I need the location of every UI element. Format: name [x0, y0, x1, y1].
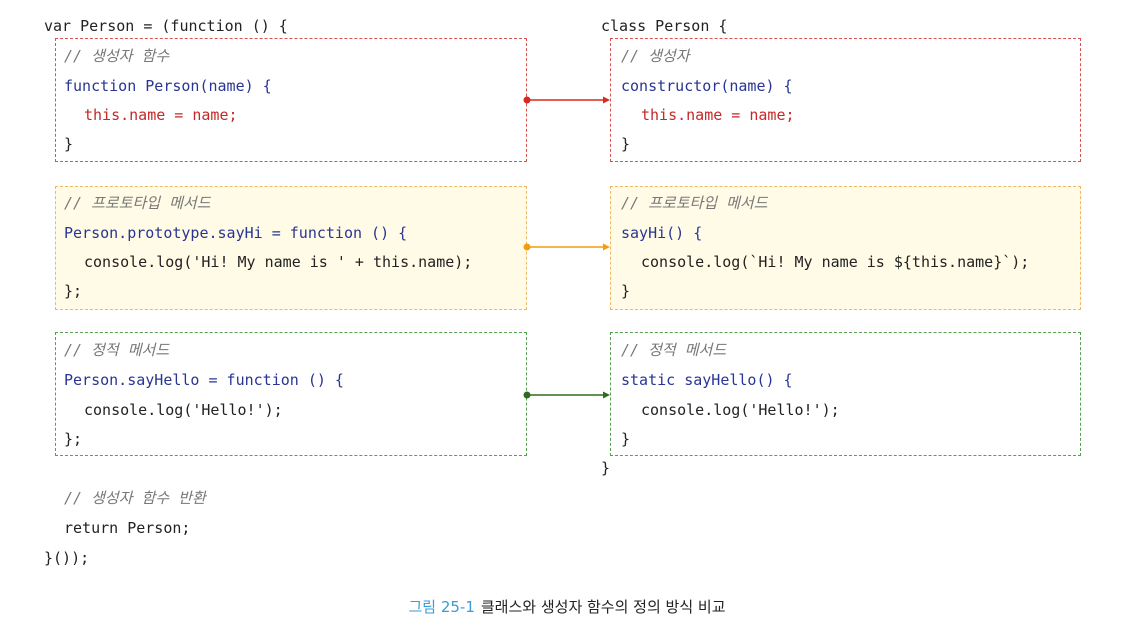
- right-static-comment: // 정적 메서드: [621, 341, 727, 359]
- left-constructor-line3: }: [64, 135, 74, 153]
- left-static-line2: console.log('Hello!');: [84, 401, 283, 419]
- left-constructor-comment: // 생성자 함수: [64, 47, 170, 65]
- left-prototype-line3: };: [64, 282, 83, 300]
- right-prototype-line2: console.log(`Hi! My name is ${this.name}…: [641, 253, 1030, 271]
- left-prototype-box: [55, 186, 527, 310]
- right-constructor-comment: // 생성자: [621, 47, 690, 65]
- left-return-line: return Person;: [64, 519, 191, 537]
- right-prototype-comment: // 프로토타입 메서드: [621, 194, 768, 212]
- right-prototype-line3: }: [621, 282, 631, 300]
- left-prototype-comment: // 프로토타입 메서드: [64, 194, 211, 212]
- constructor-arrow-head: [603, 96, 610, 104]
- left-static-comment: // 정적 메서드: [64, 341, 170, 359]
- right-static-line1: static sayHello() {: [621, 371, 793, 389]
- left-footer: }());: [44, 549, 90, 567]
- prototype-arrow-head: [603, 243, 610, 251]
- left-constructor-line2: this.name = name;: [84, 106, 238, 124]
- prototype-arrow: [523, 243, 610, 251]
- left-prototype-line1: Person.prototype.sayHi = function () {: [64, 224, 408, 242]
- constructor-arrow: [523, 96, 610, 104]
- left-header: var Person = (function () {: [44, 17, 288, 35]
- right-static-line3: }: [621, 430, 631, 448]
- static-arrow-head: [603, 391, 610, 399]
- right-static-box: [610, 332, 1081, 456]
- right-header: class Person {: [601, 17, 728, 35]
- figure-caption: 그림 25-1 클래스와 생성자 함수의 정의 방식 비교: [0, 596, 1134, 617]
- right-prototype-box: [610, 186, 1081, 310]
- left-prototype-line2: console.log('Hi! My name is ' + this.nam…: [84, 253, 473, 271]
- figure-caption-text: 클래스와 생성자 함수의 정의 방식 비교: [480, 598, 726, 616]
- left-return-comment: // 생성자 함수 반환: [64, 489, 206, 507]
- left-constructor-line1: function Person(name) {: [64, 77, 272, 95]
- right-constructor-box: [610, 38, 1081, 162]
- right-footer: }: [601, 459, 611, 477]
- right-prototype-line1: sayHi() {: [621, 224, 703, 242]
- right-static-line2: console.log('Hello!');: [641, 401, 840, 419]
- left-static-line3: };: [64, 430, 83, 448]
- figure-label: 그림 25-1: [408, 598, 475, 616]
- right-constructor-line2: this.name = name;: [641, 106, 795, 124]
- left-static-line1: Person.sayHello = function () {: [64, 371, 344, 389]
- static-arrow: [523, 391, 610, 399]
- right-constructor-line1: constructor(name) {: [621, 77, 793, 95]
- right-constructor-line3: }: [621, 135, 631, 153]
